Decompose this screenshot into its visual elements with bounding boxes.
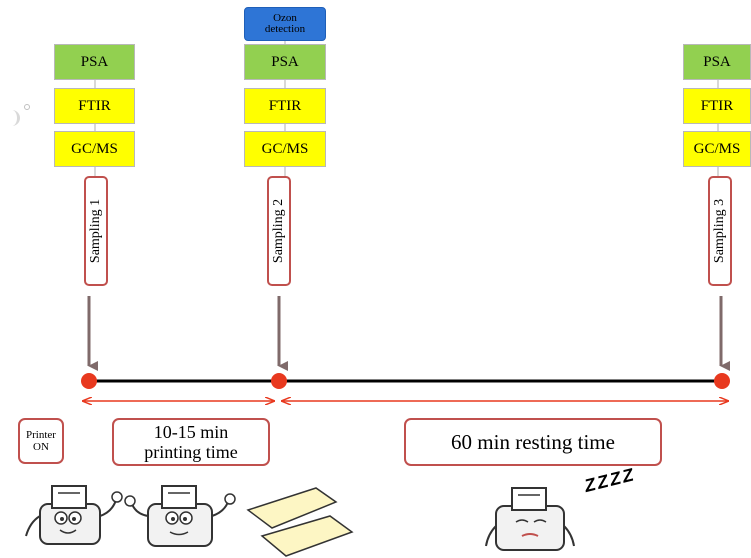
resting-time-box: 60 min resting time: [404, 418, 662, 466]
gcms-box-2: GC/MS: [244, 131, 326, 167]
timeline-dot-2: [271, 373, 287, 389]
resting-time-label: 60 min resting time: [451, 429, 615, 454]
ozon-detection-box: Ozon detection: [244, 7, 326, 41]
gcms-box-3: GC/MS: [683, 131, 751, 167]
printer-icon-sleeping: [485, 487, 575, 551]
box-connectors: [94, 41, 719, 176]
ftir-box-2: FTIR: [244, 88, 326, 124]
psa-box-2: PSA: [244, 44, 326, 80]
printing-time-line2: printing time: [144, 442, 238, 462]
psa-box-3: PSA: [683, 44, 751, 80]
printing-time-line1: 10-15 min: [153, 422, 229, 442]
paper-sheets-icon: [246, 487, 354, 557]
psa-box-1: PSA: [54, 44, 135, 80]
printer-icon-on: [25, 485, 123, 545]
gcms-box-1: GC/MS: [54, 131, 135, 167]
sampling-label-2: Sampling 2: [267, 176, 291, 286]
printer-on-line2: ON: [33, 441, 49, 453]
sampling-label-3: Sampling 3: [708, 176, 732, 286]
timeline-dot-1: [81, 373, 97, 389]
ozon-line2: detection: [264, 23, 306, 35]
printer-on-box: Printer ON: [18, 418, 64, 464]
printer-icon-printing: [124, 485, 236, 547]
ftir-box-1: FTIR: [54, 88, 135, 124]
sampling-label-1: Sampling 1: [84, 176, 108, 286]
printing-time-box: 10-15 min printing time: [112, 418, 270, 466]
printer-on-line1: Printer: [26, 429, 56, 441]
ozon-line1: Ozon: [273, 12, 297, 24]
moon-icon: [12, 104, 30, 126]
timeline-dot-3: [714, 373, 730, 389]
